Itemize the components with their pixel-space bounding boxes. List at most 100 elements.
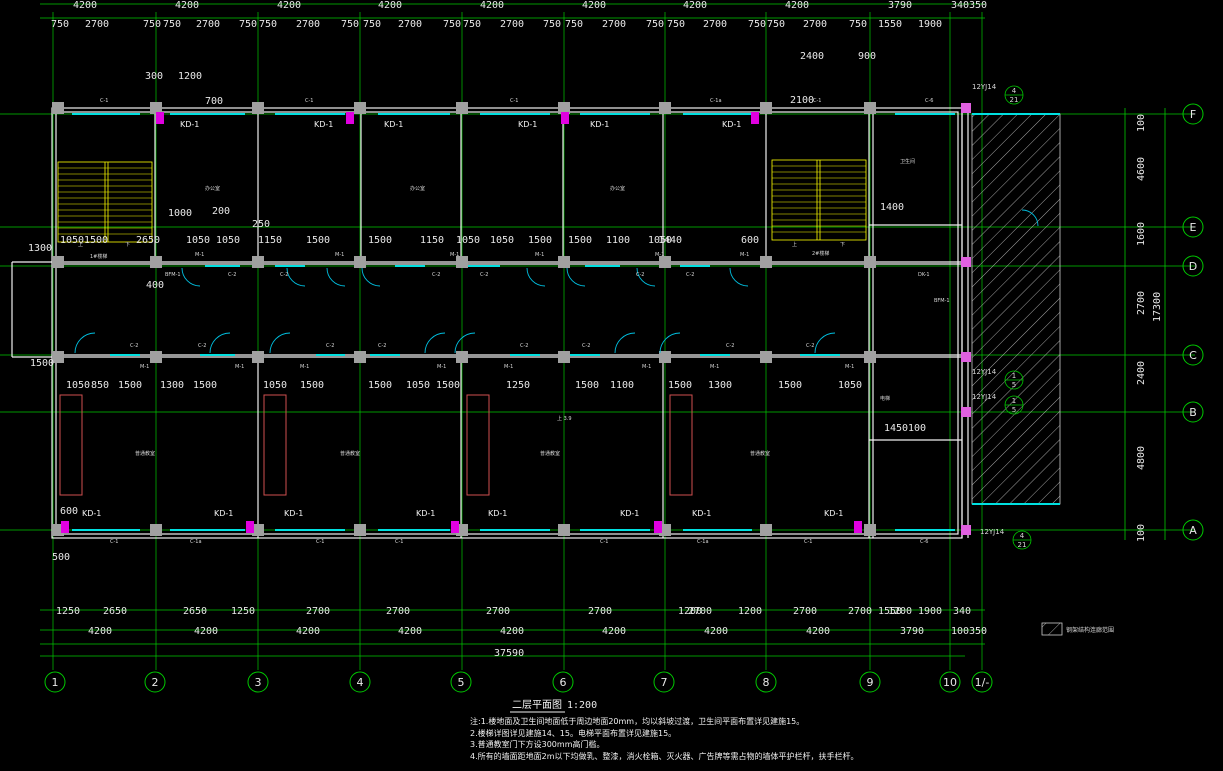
window-tag-c1: C-1 [100, 98, 108, 104]
column [864, 102, 876, 114]
axis-bubble-5: 5 [450, 671, 472, 693]
dim-row-d: 1500 [306, 235, 330, 246]
dim-row-d: 1050 [456, 235, 480, 246]
door-swing-d [636, 267, 656, 287]
axis-bubble-A: A [1182, 519, 1204, 541]
window-tag-c1a: C-1a [190, 539, 202, 545]
window-tag-c2: C-2 [582, 343, 590, 349]
dim-top-sub: 1900 [918, 19, 942, 30]
door-marker [654, 521, 662, 533]
dim-bottom-sub: 1550 [878, 606, 902, 617]
axis-label: 6 [560, 676, 567, 689]
room-stair-2: 2#楼梯 [812, 250, 829, 257]
dim-right-depth: 100 [1136, 524, 1147, 542]
stair-1 [57, 161, 153, 243]
door-tag-kd1: KD-1 [590, 120, 609, 129]
dim-row-c: 1500 [778, 380, 802, 391]
window-tag-c2: C-2 [806, 343, 814, 349]
column [150, 102, 162, 114]
dim-row-c: 1500 [668, 380, 692, 391]
dim-row-c: 1050 [263, 380, 287, 391]
door-tag-m1: M-1 [140, 364, 149, 370]
door-swing-d [286, 267, 306, 287]
dim-bottom-bay: 4200 [602, 626, 626, 637]
axis-circle [144, 671, 166, 693]
axis-circle [755, 671, 777, 693]
drawing-title: 二层平面图 [512, 699, 562, 711]
dim-misc: 1200 [178, 71, 202, 82]
window-tag-c2: C-2 [686, 272, 694, 278]
column [456, 102, 468, 114]
dim-top-sub: 750 [543, 19, 561, 30]
axis-label: A [1189, 524, 1197, 537]
dim-top-sub: 750 [667, 19, 685, 30]
door-markers [61, 112, 862, 533]
dim-row-d: 2650 [136, 235, 160, 246]
dim-bottom-sub: 2700 [793, 606, 817, 617]
dim-bottom-sub: 2700 [386, 606, 410, 617]
dim-misc: 400 [146, 280, 164, 291]
window-tag-c1: C-1 [600, 539, 608, 545]
dim-row-d: 1150 [420, 235, 444, 246]
column [252, 102, 264, 114]
axis-bubble-F: F [1182, 103, 1204, 125]
dim-bottom-bay: 4200 [704, 626, 728, 637]
dim-misc: 1300 [28, 243, 52, 254]
axis-label: 4 [357, 676, 364, 689]
column [760, 351, 772, 363]
column [558, 102, 570, 114]
dim-misc: 500 [52, 552, 70, 563]
dim-bottom-bay: 4200 [296, 626, 320, 637]
column [659, 351, 671, 363]
ref-top: 1 [1012, 397, 1016, 405]
door-swing-d [729, 267, 749, 287]
room-classroom: 普通教室 [750, 450, 770, 457]
dim-bottom-sub: 2700 [588, 606, 612, 617]
axis-label: D [1189, 260, 1197, 273]
door-swings [74, 209, 1039, 354]
door-tag-m1: M-1 [450, 252, 459, 258]
door-tag-kd1: KD-1 [416, 509, 435, 518]
dim-top-sub: 2700 [703, 19, 727, 30]
ref-bottom: 5 [1012, 406, 1016, 414]
door-tag-kd1: KD-1 [214, 509, 233, 518]
window-tag-c1: C-1 [316, 539, 324, 545]
exterior-walls [11, 107, 969, 539]
note-3: 3.普通教室门下方设300mm高门槛。 [470, 740, 605, 749]
column [659, 256, 671, 268]
dim-row-d: 1050 [60, 235, 84, 246]
dim-bottom-sub: 2700 [486, 606, 510, 617]
dim-top-sub: 750 [849, 19, 867, 30]
dim-bottom-sub: 2650 [103, 606, 127, 617]
door-swing-c [659, 332, 681, 354]
dim-top-sub: 750 [341, 19, 359, 30]
axis-bubble-1: 1 [44, 671, 66, 693]
door-marker [61, 521, 69, 533]
dim-top-sub: 2700 [196, 19, 220, 30]
dim-misc: 300 [145, 71, 163, 82]
dim-row-c: 1500 [118, 380, 142, 391]
dim-bottom-sub: 2700 [848, 606, 872, 617]
dim-top-sub: 2700 [602, 19, 626, 30]
door-tag-m1: M-1 [235, 364, 244, 370]
door-tag-kd1: KD-1 [82, 509, 101, 518]
axis-circle [859, 671, 881, 693]
window-tag-c1: C-1 [395, 539, 403, 545]
door-swing-c [209, 332, 231, 354]
ref-code: 12YJ14 [972, 368, 997, 376]
room-stair-1: 1#楼梯 [90, 253, 107, 260]
dim-top-sub: 750 [143, 19, 161, 30]
column [760, 524, 772, 536]
dim-bottom-bay: 350 [969, 626, 987, 637]
axis-bubble-B: B [1182, 401, 1204, 423]
column [760, 256, 772, 268]
door-tag-m1: M-1 [437, 364, 446, 370]
dim-row-c: 1300 [160, 380, 184, 391]
stair-down-label: 下 [125, 242, 130, 248]
dim-row-c: 1500 [368, 380, 392, 391]
axis-label: 1/- [975, 676, 990, 689]
dim-right-depth: 4800 [1136, 446, 1147, 470]
